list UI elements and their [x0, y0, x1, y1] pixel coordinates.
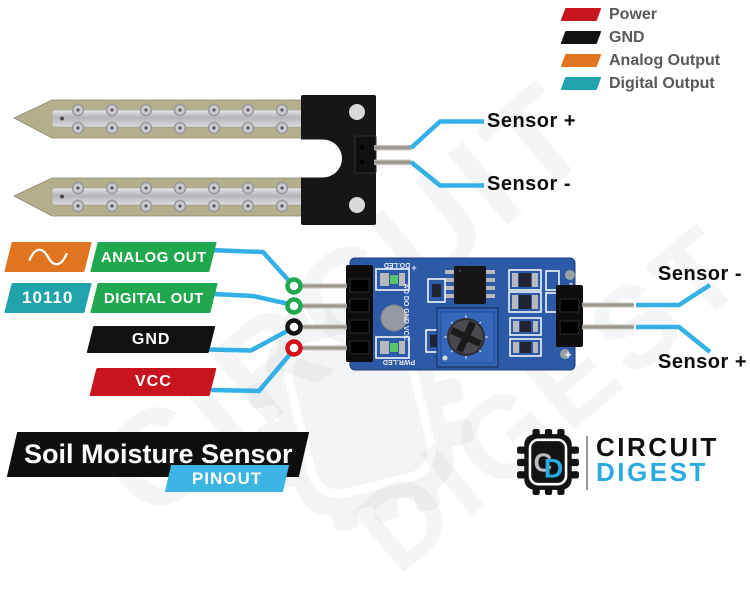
- gnd-pin-marker: [285, 318, 303, 336]
- vcc-tag: VCC: [89, 368, 217, 396]
- legend-row-power: Power: [560, 5, 720, 24]
- digital-out-tag: DIGITAL OUT: [90, 283, 218, 313]
- circuitdigest-chip-icon: C D: [517, 429, 579, 495]
- pcb-silkscreen-pin-row: AO DO GND VCC: [402, 283, 409, 340]
- wires: [208, 119, 712, 394]
- analog-out-icon-box: [4, 242, 92, 272]
- wire-gnd: [208, 328, 291, 353]
- circuitdigest-wordmark: CIRCUIT DIGEST: [596, 434, 719, 485]
- digital-out-icon-box: 10110: [4, 283, 92, 313]
- sine-wave-icon: [25, 243, 71, 271]
- mounting-hole: [349, 197, 365, 213]
- legend-row-digital: Digital Output: [560, 74, 720, 93]
- comparator-ic: [445, 266, 495, 304]
- analog-color-swatch: [560, 54, 602, 67]
- legend-label: GND: [609, 28, 645, 46]
- pinout-badge-label: PINOUT: [191, 468, 263, 488]
- pcb-hole: [560, 349, 570, 359]
- legend-label: Analog Output: [609, 51, 721, 69]
- pwr-led: [375, 336, 410, 359]
- gnd-tag-label: GND: [131, 330, 171, 348]
- power-color-swatch: [560, 8, 602, 21]
- wire-analog-out: [208, 247, 292, 284]
- soil-probe: [13, 95, 411, 225]
- sensor-module-pcb: DO.LED + AO DO GND VCC PWR.LED - +: [294, 257, 634, 371]
- right-pin-header: [556, 285, 583, 347]
- digital-color-swatch: [560, 77, 602, 90]
- analog-out-tag-label: ANALOG OUT: [100, 248, 207, 266]
- potentiometer: [436, 307, 499, 368]
- gnd-color-swatch: [560, 31, 602, 44]
- module-sensor-plus-label: Sensor +: [658, 351, 748, 373]
- diagram-artwork: DO.LED + AO DO GND VCC PWR.LED - +: [13, 95, 712, 394]
- module-sensor-minus-label: Sensor -: [658, 263, 743, 285]
- vcc-pin-marker: [285, 339, 303, 357]
- logo-word-digest: DIGEST: [596, 457, 708, 487]
- legend-row-gnd: GND: [560, 28, 720, 47]
- logo-word-circuit: CIRCUIT: [596, 432, 719, 462]
- smd-fills: [430, 273, 531, 353]
- probe-sensor-minus-label: Sensor -: [487, 173, 572, 195]
- pcb-silkscreen-do-led: DO.LED: [384, 261, 410, 268]
- vcc-tag-label: VCC: [134, 373, 172, 390]
- legend-label: Digital Output: [609, 74, 715, 92]
- logo-divider: [586, 436, 588, 490]
- pcb-hole: [380, 304, 408, 332]
- legend: Power GND Analog Output Digital Output: [560, 5, 721, 97]
- pcb-header-minus-mark: -: [569, 276, 573, 290]
- wire-digital-out: [212, 291, 290, 307]
- analog-out-tag: ANALOG OUT: [90, 242, 217, 272]
- legend-label: Power: [609, 5, 658, 23]
- binary-icon: 10110: [22, 288, 74, 307]
- pcb-hole: [565, 270, 575, 280]
- probe-connector: [354, 135, 377, 174]
- wire-probe-plus: [409, 119, 484, 150]
- legend-row-analog: Analog Output: [560, 51, 721, 70]
- wire-probe-minus: [409, 160, 484, 188]
- wire-module-minus: [636, 283, 712, 308]
- mounting-hole: [349, 104, 365, 120]
- gnd-tag: GND: [86, 326, 216, 353]
- pinout-badge: PINOUT: [164, 465, 290, 492]
- do-led: [375, 268, 410, 291]
- logo-letter-c: C: [534, 449, 553, 477]
- digital-pin-marker: [285, 297, 303, 315]
- digital-out-tag-label: DIGITAL OUT: [104, 289, 204, 307]
- wire-vcc: [210, 351, 293, 394]
- wire-module-plus: [636, 324, 712, 354]
- probe-sensor-plus-label: Sensor +: [487, 110, 577, 132]
- analog-pin-marker: [285, 277, 303, 295]
- logo-letter-d: D: [544, 453, 563, 483]
- pcb-silkscreen-pwr-led: PWR.LED: [383, 358, 415, 365]
- pcb-header-plus-mark: +: [564, 348, 571, 362]
- pcb-silkscreen-plus: +: [411, 263, 416, 273]
